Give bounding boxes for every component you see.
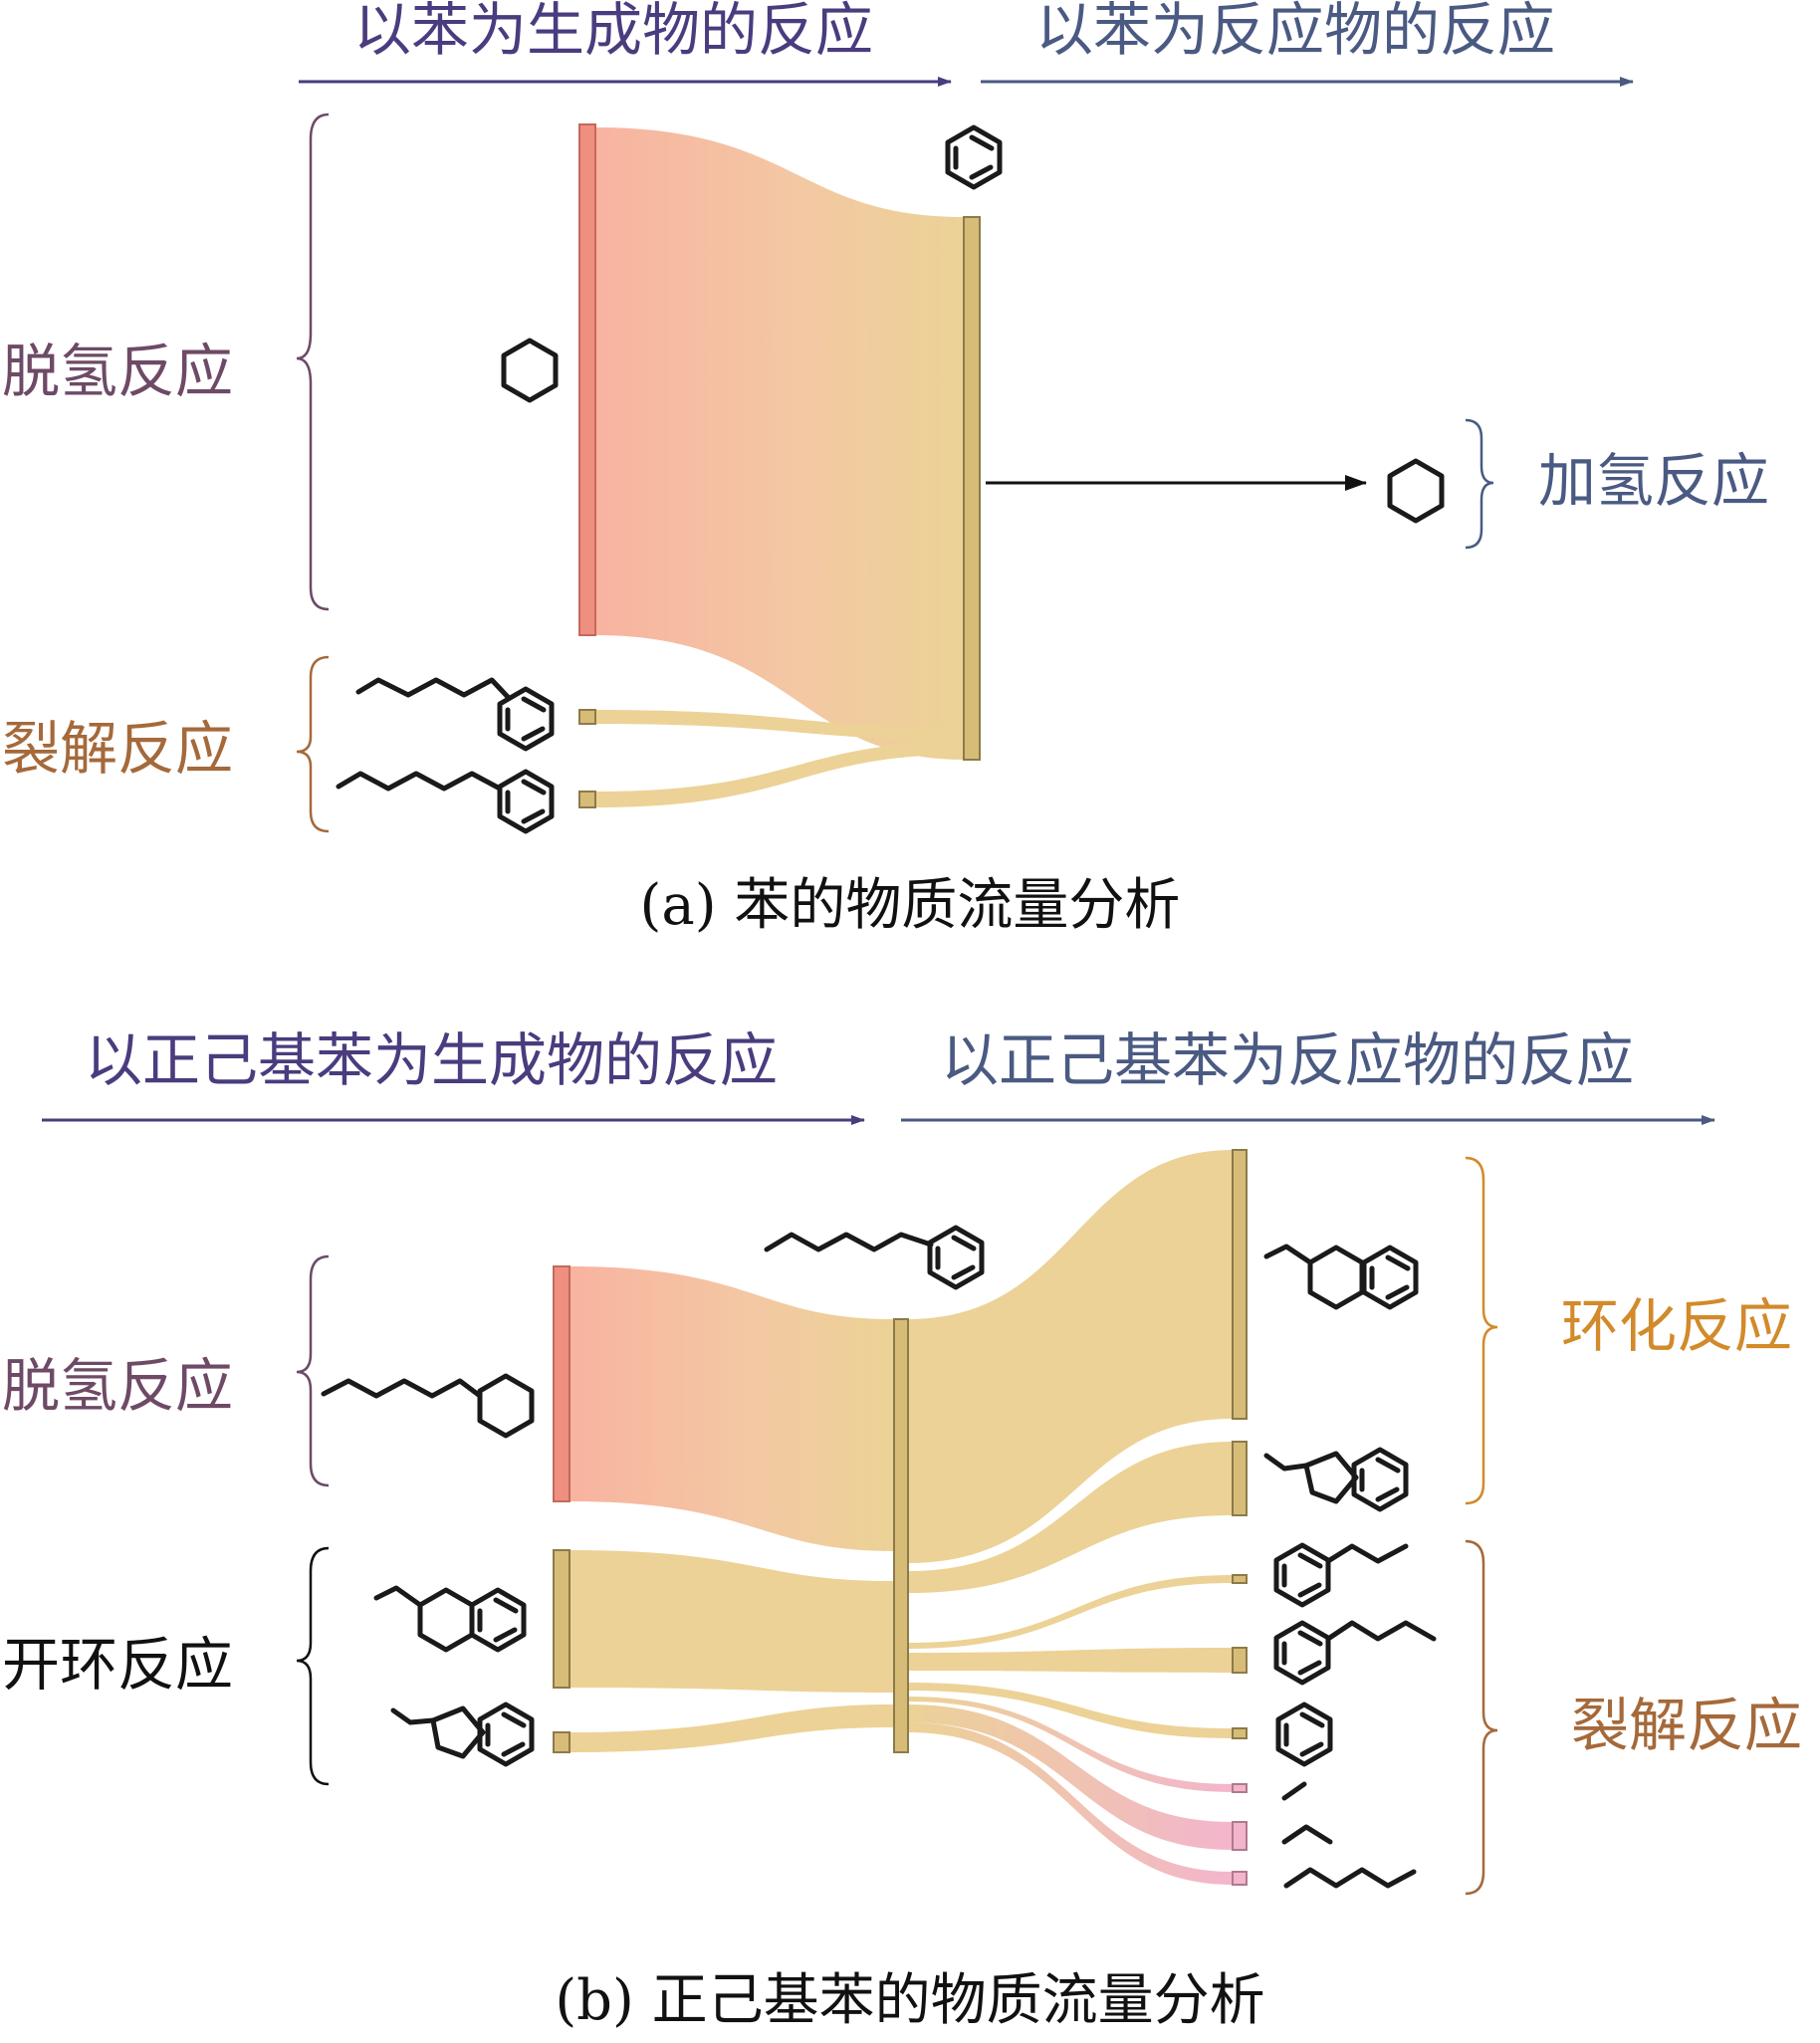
node-cyclohexane [578, 123, 596, 636]
flow-pentylbenzene-to-benzene [595, 710, 964, 740]
brace-icon [296, 1546, 330, 1786]
panel-a-header-left: 以苯为生成物的反应 [353, 0, 873, 64]
node-hexylcyclohexane [553, 1265, 570, 1502]
flow-hexylbenzene-to-propylbenzene [908, 1575, 1233, 1649]
brace-icon [296, 655, 330, 833]
node-propane [1232, 1821, 1248, 1851]
panel-b: 以正己基苯为生成物的反应 以正己基苯为反应物的反应 [2, 1026, 1802, 2033]
alkane-icon [1283, 1867, 1417, 1889]
flow-hexylbenzene-to-propane [908, 1704, 1233, 1850]
butylbenzene-icon [1276, 1620, 1437, 1683]
node-butylbenzene [1232, 1647, 1248, 1674]
flow-hexylbenzene-to-pentane [908, 1722, 1233, 1885]
node-tetralin-in [553, 1549, 570, 1689]
label-cracking: 裂解反应 [2, 715, 233, 783]
flow-indane-to-hexylbenzene [569, 1704, 894, 1752]
node-hexylbenzene [578, 791, 596, 808]
brace-icon [1465, 418, 1494, 550]
brace-icon [296, 1254, 330, 1487]
indane-icon [390, 1704, 532, 1764]
flow-hexylbenzene-to-butylbenzene [908, 1648, 1233, 1673]
flow-hexylbenzene-to-benzene [595, 742, 964, 807]
benzene-icon [948, 127, 1000, 187]
flow-cyclohexane-to-benzene [595, 127, 964, 760]
label-cyclization: 环化反应 [1561, 1292, 1792, 1360]
label-ring-opening: 开环反应 [2, 1631, 233, 1699]
node-indane-in [553, 1731, 570, 1753]
brace-icon [1465, 1156, 1498, 1505]
tetralin-icon [1263, 1244, 1416, 1310]
cyclohexane-icon [504, 340, 556, 400]
flow-tetralin-to-hexylbenzene [569, 1550, 894, 1693]
benzene-icon [1278, 1704, 1330, 1764]
flow-hexylbenzene-to-indane [908, 1442, 1233, 1593]
caption-b: (b) 正己基苯的物质流量分析 [555, 1968, 1264, 2033]
label-hydrogenation: 加氢反应 [1538, 447, 1769, 515]
alkane-icon [1281, 1781, 1307, 1801]
brace-icon [296, 113, 330, 611]
node-propylbenzene [1232, 1574, 1248, 1584]
caption-a: (a) 苯的物质流量分析 [640, 873, 1181, 938]
cyclohexane-icon [1390, 461, 1442, 521]
flow-hexylbenzene-to-ethane [908, 1697, 1233, 1792]
node-tetralin-out [1232, 1149, 1248, 1420]
brace-icon [1465, 1539, 1498, 1896]
label-cracking: 裂解反应 [1571, 1692, 1802, 1759]
pentylbenzene-icon [355, 677, 552, 749]
hexylcyclohexane-icon [321, 1376, 532, 1436]
panel-b-header-left: 以正己基苯为生成物的反应 [85, 1026, 778, 1094]
tetralin-icon [373, 1585, 524, 1653]
node-pentylbenzene [578, 709, 596, 725]
hexylbenzene-icon [336, 772, 552, 831]
node-ethane [1232, 1783, 1248, 1793]
flow-hexylbenzene-to-benzene [908, 1683, 1233, 1738]
node-benzene [963, 216, 981, 761]
node-benzene-b [1232, 1727, 1248, 1739]
node-indane-out [1232, 1441, 1248, 1516]
panel-a: 以苯为生成物的反应 以苯为反应物的反应 脱氢反应 [2, 0, 1769, 938]
node-pentane [1232, 1871, 1248, 1886]
panel-b-header-right: 以正己基苯为反应物的反应 [941, 1026, 1634, 1094]
indane-icon [1263, 1450, 1406, 1509]
alkane-icon [1281, 1824, 1333, 1845]
flow-hexylcyclohexane-to-hexylbenzene [569, 1266, 894, 1551]
label-dehydrogenation: 脱氢反应 [2, 1352, 233, 1420]
propylbenzene-icon [1276, 1545, 1409, 1605]
hexylbenzene-icon [764, 1228, 982, 1287]
label-dehydrogenation: 脱氢反应 [2, 338, 233, 405]
node-hexylbenzene [893, 1318, 909, 1753]
flow-hexylbenzene-to-tetralin [908, 1150, 1233, 1563]
panel-a-header-right: 以苯为反应物的反应 [1035, 0, 1555, 64]
